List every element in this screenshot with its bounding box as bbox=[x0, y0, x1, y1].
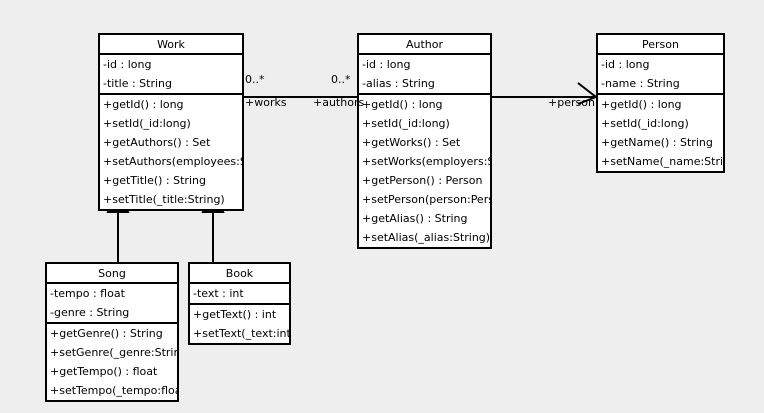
method: +setTitle(_title:String) bbox=[103, 193, 225, 206]
method: +setId(_id:long) bbox=[103, 117, 191, 130]
class-box-book[interactable]: Book -text : int +getText() : int +setTe… bbox=[188, 262, 291, 345]
method: +setPerson(person:Person) bbox=[362, 193, 490, 206]
class-name-song: Song bbox=[47, 264, 177, 284]
method: +setText(_text:int) bbox=[193, 327, 289, 340]
method: +getText() : int bbox=[193, 308, 277, 321]
attribute: -name : String bbox=[601, 77, 680, 90]
attributes-compartment-song: -tempo : float -genre : String bbox=[47, 284, 177, 324]
multiplicity-work-side: 0..* bbox=[245, 73, 265, 86]
class-name-work: Work bbox=[100, 35, 242, 55]
method: +getTempo() : float bbox=[50, 365, 158, 378]
method: +setId(_id:long) bbox=[601, 117, 689, 130]
class-name-person: Person bbox=[598, 35, 723, 55]
attributes-compartment-work: -id : long -title : String bbox=[100, 55, 242, 95]
method: +getGenre() : String bbox=[50, 327, 163, 340]
role-person: +person bbox=[548, 96, 595, 109]
method: +getId() : long bbox=[362, 98, 443, 111]
method: +setWorks(employers:Set) bbox=[362, 155, 490, 168]
multiplicity-author-side: 0..* bbox=[331, 73, 351, 86]
method: +getPerson() : Person bbox=[362, 174, 483, 187]
attribute: -text : int bbox=[193, 287, 244, 300]
attribute: -genre : String bbox=[50, 306, 130, 319]
attributes-compartment-person: -id : long -name : String bbox=[598, 55, 723, 95]
methods-compartment-book: +getText() : int +setText(_text:int) bbox=[190, 305, 289, 343]
method: +setAlias(_alias:String) bbox=[362, 231, 490, 244]
method: +getTitle() : String bbox=[103, 174, 206, 187]
attributes-compartment-author: -id : long -alias : String bbox=[359, 55, 490, 95]
method: +getName() : String bbox=[601, 136, 713, 149]
methods-compartment-author: +getId() : long +setId(_id:long) +getWor… bbox=[359, 95, 490, 247]
method: +getAlias() : String bbox=[362, 212, 468, 225]
attribute: -id : long bbox=[103, 58, 152, 71]
class-box-work[interactable]: Work -id : long -title : String +getId()… bbox=[98, 33, 244, 211]
methods-compartment-song: +getGenre() : String +setGenre(_genre:St… bbox=[47, 324, 177, 400]
methods-compartment-work: +getId() : long +setId(_id:long) +getAut… bbox=[100, 95, 242, 209]
attribute: -title : String bbox=[103, 77, 173, 90]
method: +getId() : long bbox=[103, 98, 184, 111]
methods-compartment-person: +getId() : long +setId(_id:long) +getNam… bbox=[598, 95, 723, 171]
attribute: -alias : String bbox=[362, 77, 435, 90]
attribute: -id : long bbox=[601, 58, 650, 71]
method: +setAuthors(employees:Set) bbox=[103, 155, 242, 168]
attributes-compartment-book: -text : int bbox=[190, 284, 289, 305]
method: +getAuthors() : Set bbox=[103, 136, 211, 149]
class-box-author[interactable]: Author -id : long -alias : String +getId… bbox=[357, 33, 492, 249]
method: +setName(_name:String) bbox=[601, 155, 723, 168]
attribute: -tempo : float bbox=[50, 287, 125, 300]
method: +setId(_id:long) bbox=[362, 117, 450, 130]
class-name-book: Book bbox=[190, 264, 289, 284]
role-authors: +authors bbox=[313, 96, 365, 109]
method: +getWorks() : Set bbox=[362, 136, 461, 149]
class-name-author: Author bbox=[359, 35, 490, 55]
role-works: +works bbox=[245, 96, 287, 109]
method: +setGenre(_genre:String) bbox=[50, 346, 177, 359]
method: +setTempo(_tempo:float) bbox=[50, 384, 177, 397]
class-box-person[interactable]: Person -id : long -name : String +getId(… bbox=[596, 33, 725, 173]
attribute: -id : long bbox=[362, 58, 411, 71]
class-box-song[interactable]: Song -tempo : float -genre : String +get… bbox=[45, 262, 179, 402]
method: +getId() : long bbox=[601, 98, 682, 111]
